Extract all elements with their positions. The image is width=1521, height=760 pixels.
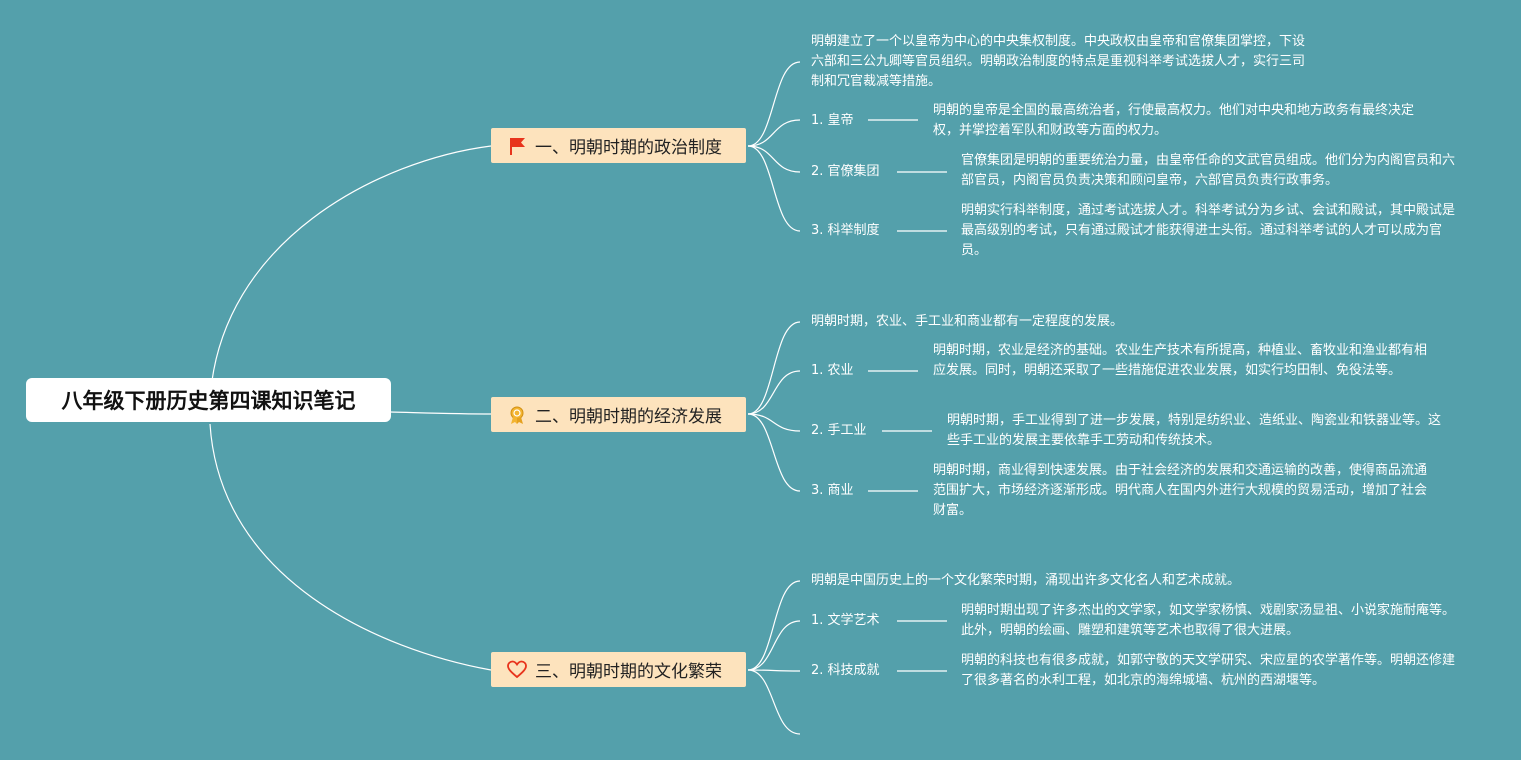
award-medal-icon xyxy=(507,404,529,426)
branch-title: 二、明朝时期的经济发展 xyxy=(535,407,722,427)
summary-culture: 明朝是中国历史上的一个文化繁荣时期，涌现出许多文化名人和艺术成就。 xyxy=(811,573,1241,588)
label-handicraft: 2. 手工业 xyxy=(811,423,867,438)
root-title: 八年级下册历史第四课知识笔记 xyxy=(61,389,356,413)
label-emperor: 1. 皇帝 xyxy=(811,113,854,128)
label-commerce: 3. 商业 xyxy=(811,483,854,498)
text-science: 明朝的科技也有很多成就，如郭守敬的天文学研究、宋应星的农学著作等。明朝还修建了很… xyxy=(961,653,1456,688)
branch-title: 一、明朝时期的政治制度 xyxy=(535,138,722,158)
branch-culture[interactable]: 三、明朝时期的文化繁荣 xyxy=(491,652,746,687)
heart-icon xyxy=(507,659,529,681)
connector-root-b2 xyxy=(389,411,492,415)
summary-politics: 明朝建立了一个以皇帝为中心的中央集权制度。中央政权由皇帝和官僚集团掌控，下设六部… xyxy=(811,34,1306,89)
text-literature: 明朝时期出现了许多杰出的文学家，如文学家杨慎、戏剧家汤显祖、小说家施耐庵等。此外… xyxy=(961,603,1456,638)
label-officials: 2. 官僚集团 xyxy=(811,164,880,179)
text-commerce: 明朝时期，商业得到快速发展。由于社会经济的发展和交通运输的改善，使得商品流通范围… xyxy=(933,463,1428,518)
branch-economy[interactable]: 二、明朝时期的经济发展 xyxy=(491,397,746,432)
text-exam: 明朝实行科举制度，通过考试选拔人才。科举考试分为乡试、会试和殿试，其中殿试是最高… xyxy=(961,203,1456,258)
summary-economy: 明朝时期，农业、手工业和商业都有一定程度的发展。 xyxy=(811,314,1124,329)
text-agriculture: 明朝时期，农业是经济的基础。农业生产技术有所提高，种植业、畜牧业和渔业都有相应发… xyxy=(933,343,1428,378)
label-agriculture: 1. 农业 xyxy=(811,363,854,378)
connector-root-b1 xyxy=(209,145,492,401)
branch-politics[interactable]: 一、明朝时期的政治制度 xyxy=(491,128,746,163)
label-exam: 3. 科举制度 xyxy=(811,223,880,238)
red-flag-icon xyxy=(507,135,529,157)
label-science: 2. 科技成就 xyxy=(811,663,880,678)
text-handicraft: 明朝时期，手工业得到了进一步发展，特别是纺织业、造纸业、陶瓷业和铁器业等。这些手… xyxy=(947,413,1442,448)
root-node[interactable]: 八年级下册历史第四课知识笔记 xyxy=(26,378,391,422)
label-literature: 1. 文学艺术 xyxy=(811,613,880,628)
text-officials: 官僚集团是明朝的重要统治力量，由皇帝任命的文武官员组成。他们分为内阁官员和六部官… xyxy=(961,153,1456,188)
connector-root-b3 xyxy=(209,423,492,671)
branch-title: 三、明朝时期的文化繁荣 xyxy=(535,662,722,682)
text-emperor: 明朝的皇帝是全国的最高统治者，行使最高权力。他们对中央和地方政务有最终决定权，并… xyxy=(933,103,1415,138)
